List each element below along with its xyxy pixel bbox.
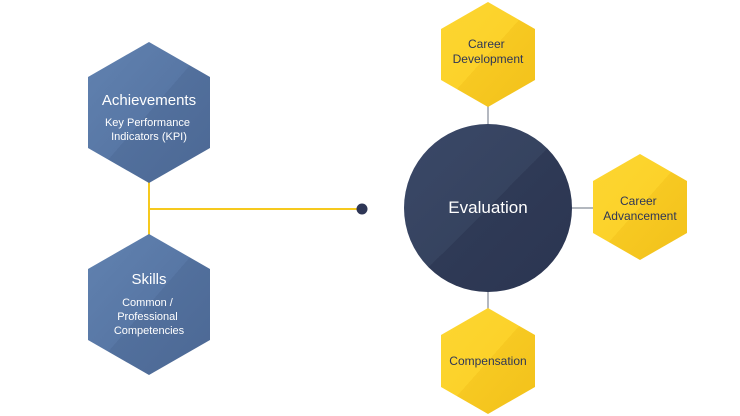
- skills-subtitle-line-1: Common /: [122, 297, 174, 309]
- career-advancement-label: Career Advancement: [603, 194, 677, 223]
- evaluation-label: Evaluation: [448, 198, 527, 217]
- hexagon-skills: Skills Common / Professional Competencie…: [88, 234, 210, 375]
- hexagon-career-development: Career Development: [441, 2, 535, 107]
- connectors: [148, 104, 596, 312]
- career-advancement-line-2: Advancement: [603, 209, 677, 223]
- compensation-label: Compensation: [449, 354, 526, 368]
- hexagon-compensation-shape: [441, 308, 535, 414]
- hexagon-career-advancement-shape: [593, 154, 687, 260]
- achievements-subtitle-line-2: Indicators (KPI): [111, 131, 187, 143]
- evaluation-circle: [404, 124, 572, 292]
- achievements-subtitle: Key Performance Indicators (KPI): [105, 117, 193, 143]
- skills-subtitle-line-3: Competencies: [114, 325, 185, 337]
- skills-title: Skills: [131, 271, 166, 288]
- evaluation-node: Evaluation: [404, 124, 572, 292]
- career-development-line-1: Career: [468, 37, 505, 51]
- career-advancement-line-1: Career: [620, 194, 657, 208]
- hexagon-compensation: Compensation: [441, 308, 535, 414]
- hexagon-career-development-shape: [441, 2, 535, 107]
- hexagon-achievements: Achievements Key Performance Indicators …: [88, 42, 210, 183]
- hexagon-skills-shape: [88, 234, 210, 375]
- skills-subtitle-line-2: Professional: [117, 311, 178, 323]
- skills-subtitle: Common / Professional Competencies: [114, 297, 185, 337]
- connector-endpoint-dot: [356, 203, 368, 215]
- achievements-title: Achievements: [102, 92, 196, 109]
- achievements-subtitle-line-1: Key Performance: [105, 117, 190, 129]
- hexagon-career-advancement: Career Advancement: [593, 154, 687, 260]
- hexagon-achievements-shape: [88, 42, 210, 183]
- career-development-line-2: Development: [453, 52, 524, 66]
- career-development-label: Career Development: [453, 37, 524, 66]
